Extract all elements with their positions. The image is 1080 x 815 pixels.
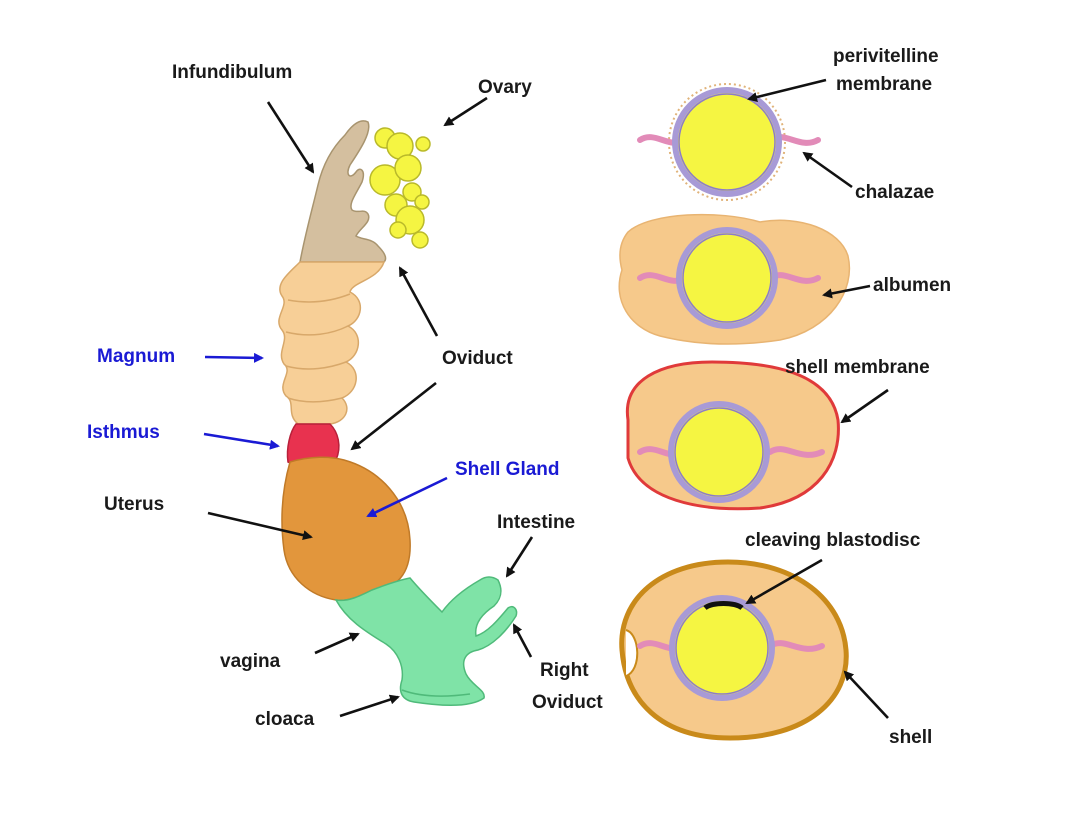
label-albumen: albumen	[873, 275, 951, 296]
labels: Infundibulum Ovary Magnum Oviduct Isthmu…	[87, 46, 951, 748]
label-oviduct: Oviduct	[442, 348, 513, 369]
label-chalazae: chalazae	[855, 182, 934, 203]
label-perivitelline-line1: perivitelline	[833, 46, 939, 67]
egg-stage-4	[619, 559, 849, 741]
label-shell-membrane: shell membrane	[785, 357, 930, 378]
label-cleaving-blastodisc: cleaving blastodisc	[745, 530, 921, 551]
infundibulum-shape	[299, 120, 387, 263]
label-shell: shell	[889, 727, 932, 748]
label-infundibulum: Infundibulum	[172, 62, 292, 83]
egg-stage-1	[637, 83, 821, 201]
label-magnum: Magnum	[97, 346, 175, 367]
arrows	[203, 78, 889, 719]
egg-stage-2	[618, 213, 851, 345]
label-right-oviduct-line2: Oviduct	[532, 692, 603, 713]
label-right-oviduct-line1: Right	[540, 660, 589, 681]
egg-stage-3	[625, 360, 840, 511]
label-perivitelline-line2: membrane	[836, 74, 932, 95]
oviduct-anatomy	[278, 120, 518, 707]
vagina-cloaca-shape	[334, 576, 518, 707]
label-ovary: Ovary	[478, 77, 532, 98]
label-vagina: vagina	[220, 651, 281, 672]
label-shell-gland: Shell Gland	[455, 459, 560, 480]
label-uterus: Uterus	[104, 494, 164, 515]
label-intestine: Intestine	[497, 512, 575, 533]
label-cloaca: cloaca	[255, 709, 315, 730]
uterus-shape	[281, 456, 411, 602]
ovary-shape	[369, 127, 431, 249]
label-isthmus: Isthmus	[87, 422, 160, 443]
